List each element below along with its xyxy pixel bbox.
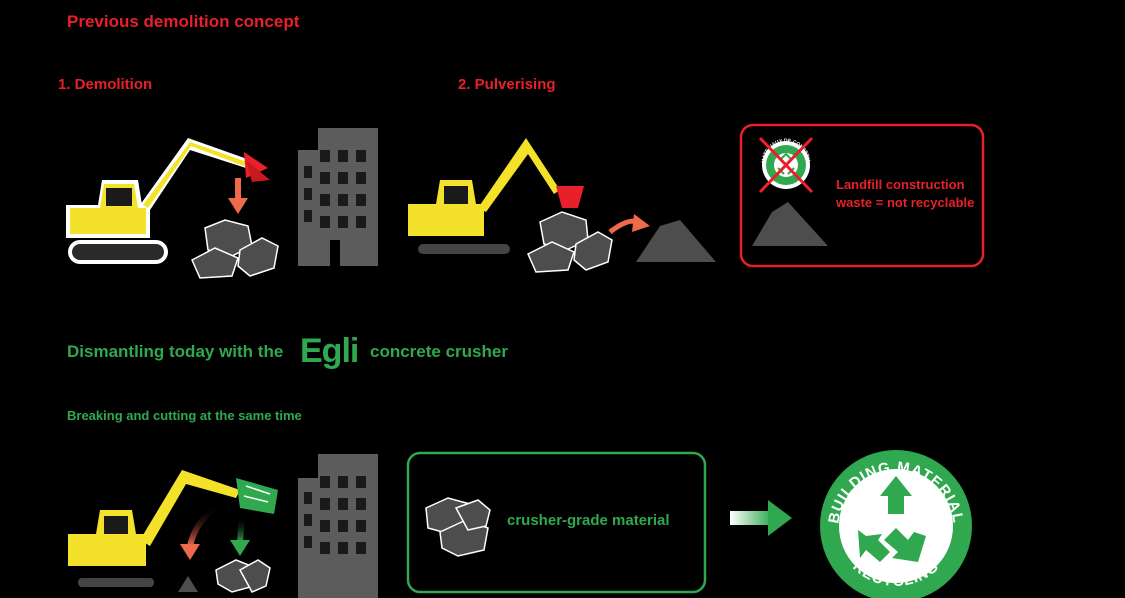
rubble-icon bbox=[425, 497, 491, 557]
rubble-icon bbox=[215, 559, 271, 593]
dust-pile-icon bbox=[636, 220, 716, 262]
rubble-icon bbox=[527, 211, 613, 273]
drop-arrow-icon bbox=[228, 198, 248, 214]
landfill-pile-icon bbox=[752, 202, 828, 246]
arrow-down-green-icon bbox=[230, 540, 250, 556]
crusher-material-label: crusher-grade material bbox=[507, 512, 670, 529]
section-subtitle: Breaking and cutting at the same time bbox=[67, 408, 302, 423]
rubble-icon bbox=[191, 219, 279, 279]
arrow-down-red-icon bbox=[180, 544, 200, 560]
section-title-today-suffix: concrete crusher bbox=[370, 342, 508, 361]
step-demolition-label: 1. Demolition bbox=[58, 76, 153, 93]
landfill-box bbox=[739, 123, 985, 268]
building-material-recycling-badge-icon: BUILDING MATERIAL RECYCLING bbox=[820, 450, 972, 598]
landfill-text-line2: waste = not recyclable bbox=[836, 195, 975, 210]
excavator-pulverising-icon bbox=[408, 138, 584, 254]
building-icon bbox=[298, 128, 378, 266]
arrow-right-icon bbox=[632, 214, 650, 232]
egli-logo-text: Egli bbox=[300, 332, 359, 370]
svg-text:MATERIAUX DE CONSTRUCTION: MATERIAUX DE CONSTRUCTION bbox=[0, 0, 811, 163]
excavator-demolition-icon bbox=[66, 138, 270, 264]
building-icon bbox=[298, 454, 378, 598]
crusher-material-box bbox=[406, 451, 707, 594]
small-dust-pile-icon bbox=[178, 576, 198, 592]
recycling-icon bbox=[858, 476, 926, 562]
arrow-right-icon bbox=[730, 500, 792, 536]
landfill-text-line1: Landfill construction bbox=[836, 177, 965, 192]
crossed-recycling-badge-icon: MATERIAUX DE CONSTRUCTION bbox=[0, 0, 814, 194]
excavator-egli-icon bbox=[68, 470, 278, 587]
step-pulverising-label: 2. Pulverising bbox=[458, 76, 556, 93]
section-title-previous: Previous demolition concept bbox=[67, 12, 300, 31]
section-title-today: Dismantling today with the bbox=[67, 342, 284, 361]
